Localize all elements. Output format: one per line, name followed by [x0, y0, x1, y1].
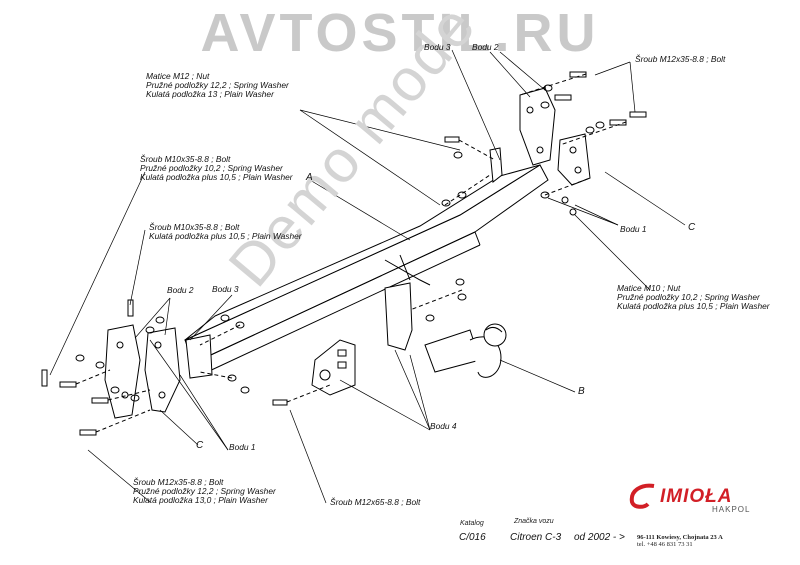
company-address: 96-111 Kowiesy, Chojnata 23 A tel. +48 4… — [637, 534, 723, 548]
note-line: Šroub M12x35-8.8 ; Bolt — [635, 54, 726, 64]
label-bodu-1-right: Bodu 1 — [620, 224, 647, 234]
callout-c-left: C — [196, 440, 204, 451]
label-bodu-2-left: Bodu 2 — [167, 285, 194, 295]
note-m12-nut: Matice M12 ; Nut Pružné podložky 12,2 ; … — [146, 72, 289, 99]
ball-mount — [384, 282, 507, 378]
note-line: Šroub M10x35-8.8 ; Bolt — [149, 222, 240, 232]
callout-c-right: C — [688, 222, 696, 233]
note-line: Pružné podložky 10,2 ; Spring Washer — [140, 163, 283, 173]
watermark-site: AVTOSTIL.RU — [200, 3, 600, 63]
callout-b: B — [578, 386, 585, 397]
note-line: Šroub M12x65-8.8 ; Bolt — [330, 497, 421, 507]
label-bodu-1-left: Bodu 1 — [229, 442, 256, 452]
note-line: Matice M12 ; Nut — [146, 71, 210, 81]
katalog-label: Katalog — [460, 520, 484, 527]
note-line: Pružné podložky 12,2 ; Spring Washer — [133, 486, 276, 496]
assembly-lines — [75, 73, 627, 433]
label-bodu-3-left: Bodu 3 — [212, 284, 239, 294]
znacka-label: Značka vozu — [514, 518, 554, 525]
note-m12-bolt-top: Šroub M12x35-8.8 ; Bolt — [635, 55, 725, 64]
address-line: 96-111 Kowiesy, Chojnata 23 A — [637, 534, 723, 541]
note-line: Matice M10 ; Nut — [617, 283, 681, 293]
note-m10-bolt-b: Šroub M10x35-8.8 ; Bolt Kulatá podložka … — [149, 223, 302, 241]
note-line: Kulatá podložka 13,0 ; Plain Washer — [133, 495, 268, 505]
socket-plate — [311, 339, 356, 396]
note-line: Kulatá podložka 13 ; Plain Washer — [146, 89, 274, 99]
note-m12-bolt-bottom: Šroub M12x35-8.8 ; Bolt Pružné podložky … — [133, 478, 276, 505]
brand-swoosh-icon — [629, 483, 655, 509]
note-line: Pružné podložky 12,2 ; Spring Washer — [146, 80, 289, 90]
label-bodu-3-top: Bodu 3 — [424, 42, 451, 52]
brand-logo: IMIOŁA — [660, 486, 733, 507]
katalog-value: C/016 — [459, 532, 486, 543]
note-line: Kulatá podložka plus 10,5 ; Plain Washer — [617, 301, 770, 311]
note-line: Kulatá podložka plus 10,5 ; Plain Washer — [140, 172, 293, 182]
left-bracket — [104, 324, 213, 419]
label-bodu-4: Bodu 4 — [430, 421, 457, 431]
note-m10-nut: Matice M10 ; Nut Pružné podložky 10,2 ; … — [617, 284, 770, 311]
brand-sub: HAKPOL — [712, 505, 751, 514]
znacka-value: Citroen C-3 — [510, 532, 562, 543]
note-line: Šroub M10x35-8.8 ; Bolt — [140, 154, 231, 164]
note-line: Šroub M12x35-8.8 ; Bolt — [133, 477, 224, 487]
phone-line: tel. +48 46 831 73 31 — [637, 541, 693, 548]
right-bracket — [489, 87, 591, 186]
note-m10-bolt-a: Šroub M10x35-8.8 ; Bolt Pružné podložky … — [140, 155, 293, 182]
note-line: Kulatá podložka plus 10,5 ; Plain Washer — [149, 231, 302, 241]
od-value: od 2002 - > — [574, 532, 625, 543]
callout-a: A — [306, 172, 313, 183]
label-bodu-2-top: Bodu 2 — [472, 42, 499, 52]
leader-lines — [49, 49, 686, 504]
note-line: Pružné podložky 10,2 ; Spring Washer — [617, 292, 760, 302]
note-m12x65-bolt: Šroub M12x65-8.8 ; Bolt — [330, 498, 420, 507]
